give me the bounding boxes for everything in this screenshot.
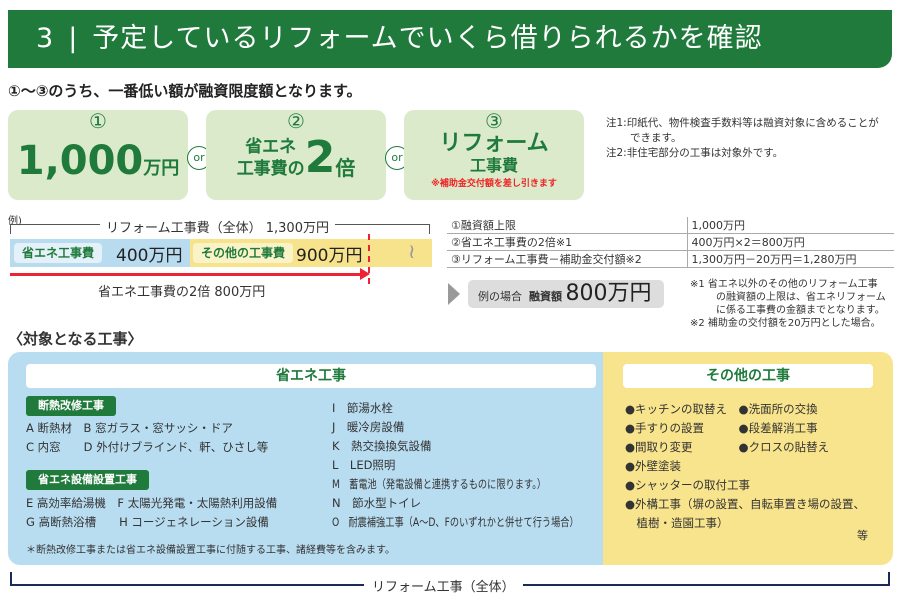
- section-number: 3: [36, 23, 55, 54]
- footer-label: リフォーム工事（全体）: [364, 576, 523, 595]
- result-box: 例の場合 融資額 800万円: [468, 280, 664, 308]
- list-item: K 熱交換換気設備: [332, 439, 432, 453]
- other-label: その他の工事費: [193, 243, 294, 263]
- table-cell: ③リフォーム工事費－補助金交付額※2: [447, 250, 688, 268]
- list-item: 植樹・造園工事）: [625, 516, 729, 530]
- notes: 注1:印紙代、物件検査手数料等は融資対象に含めることが できます。 注2:非住宅…: [606, 116, 896, 161]
- or-badge: or: [385, 146, 409, 170]
- table-cell: 400万円×2＝800万円: [687, 233, 894, 251]
- list-item: O 耐震補強工事（A～D、Fのいずれかと併せて行う場合）: [332, 515, 579, 529]
- break-mark: ≀: [408, 239, 416, 263]
- choice-note: ※補助金交付額を差し引きます: [431, 179, 557, 189]
- result-label: 融資額: [529, 290, 562, 303]
- group-list: E 高効率給湯機 F 太陽光発電・太陽熱利用設備 G 高断熱浴槽 H コージェネ…: [26, 494, 277, 532]
- total-label: リフォーム工事費（全体） 1,300万円: [100, 217, 335, 236]
- choice-1: ① 1,000万円: [8, 110, 188, 200]
- targets-title: 〈対象となる工事〉: [8, 330, 143, 348]
- limit-line: [368, 234, 370, 284]
- subtitle: ①～③のうち、一番低い額が融資限度額となります。: [8, 82, 362, 100]
- list-item: ●外構工事（塀の設置、自転車置き場の設置、: [625, 497, 866, 511]
- choice-line: リフォーム: [439, 131, 549, 156]
- other-amount: 900万円: [296, 246, 363, 266]
- choice-3: ③ リフォーム 工事費 ※補助金交付額を差し引きます: [404, 110, 584, 200]
- choice-line: 工事費: [469, 156, 518, 175]
- list-item: I 節湯水栓: [332, 401, 393, 415]
- group-list: A 断熱材 B 窓ガラス・窓サッシ・ドア C 内窓 D 外付けブラインド、軒、ひ…: [26, 419, 268, 457]
- eco-works-title: 省エネ工事: [26, 364, 596, 388]
- eco-label: 省エネ工事費: [14, 243, 103, 263]
- choice-suffix: 倍: [335, 156, 356, 180]
- etc-label: 等: [857, 529, 868, 542]
- group-tag: 断熱改修工事: [26, 396, 116, 416]
- list-item: E 高効率給湯機 F 太陽光発電・太陽熱利用設備: [26, 496, 278, 510]
- result-amount: 800万円: [565, 281, 652, 306]
- other-list: ●キッチンの取替え ●洗面所の交換 ●手すりの設置 ●段差解消工事 ●間取り変更…: [625, 400, 865, 533]
- note-line: できます。: [630, 132, 682, 144]
- section-title: 予定しているリフォームでいくら借りられるかを確認: [92, 23, 763, 54]
- choice-number: ①: [89, 109, 107, 133]
- twice-label: 省エネ工事費の2倍 800万円: [98, 285, 266, 300]
- choice-number: ②: [287, 109, 305, 133]
- footnote-line: に係る工事費の金額までとなります。: [716, 305, 885, 316]
- divider: |: [68, 23, 79, 54]
- table-cell: ②省エネ工事費の2倍※1: [447, 233, 688, 251]
- list-item: J 暖冷房設備: [332, 420, 405, 434]
- list-item: L LED照明: [332, 458, 396, 472]
- eco-amount: 400万円: [116, 246, 183, 266]
- eco-list-right: I 節湯水栓 J 暖冷房設備 K 熱交換換気設備 L LED照明 M 蓄電池（発…: [332, 399, 640, 532]
- eco-works-panel: 省エネ工事 断熱改修工事 A 断熱材 B 窓ガラス・窓サッシ・ドア C 内窓 D…: [8, 352, 603, 565]
- list-item: ●手すりの設置 ●段差解消工事: [625, 421, 818, 435]
- example-label: 例): [8, 216, 22, 227]
- choice-line: 省エネ: [245, 136, 297, 157]
- list-item: G 高断熱浴槽 H コージェネレーション設備: [26, 515, 269, 529]
- list-item: ●シャッターの取付工事: [625, 478, 751, 492]
- choice-multiplier: 2: [304, 132, 336, 183]
- choice-line: 工事費の: [236, 158, 305, 179]
- triangle-icon: [448, 283, 460, 305]
- choice-amount: 1,000: [16, 138, 144, 184]
- footnote-line: の融資額の上限は、省エネリフォーム: [716, 292, 886, 303]
- arrow-head-icon: [360, 268, 370, 280]
- choice-unit: 万円: [143, 158, 180, 179]
- footnotes: ※1 省エネ以外のその他のリフォーム工事 の融資額の上限は、省エネリフォーム に…: [690, 278, 886, 330]
- list-item: M 蓄電池（発電設備と連携するものに限ります。）: [332, 477, 547, 491]
- list-item: C 内窓 D 外付けブラインド、軒、ひさし等: [26, 440, 269, 454]
- twice-arrow: [10, 273, 362, 276]
- list-item: A 断熱材 B 窓ガラス・窓サッシ・ドア: [26, 421, 233, 435]
- table-cell: ①融資額上限: [447, 217, 688, 234]
- group-tag: 省エネ設備設置工事: [26, 470, 149, 490]
- table-cell: 1,000万円: [687, 217, 894, 234]
- choice-number: ③: [485, 109, 503, 133]
- list-item: ●キッチンの取替え ●洗面所の交換: [625, 402, 818, 416]
- footnote-line: ※1 省エネ以外のその他のリフォーム工事: [690, 279, 878, 290]
- other-works-panel: その他の工事 ●キッチンの取替え ●洗面所の交換 ●手すりの設置 ●段差解消工事…: [603, 352, 893, 565]
- note-line: 注2:非住宅部分の工事は対象外です。: [606, 147, 784, 159]
- note-line: 注1:印紙代、物件検査手数料等は融資対象に含めることが: [606, 117, 879, 129]
- list-item: ●外壁塗装: [625, 459, 682, 473]
- list-item: ●間取り変更 ●クロスの貼替え: [625, 440, 830, 454]
- section-header: 3 | 予定しているリフォームでいくら借りられるかを確認: [8, 10, 892, 68]
- table-cell: 1,300万円－20万円＝1,280万円: [687, 250, 894, 268]
- eco-note: ＊断熱改修工事または省エネ設備設置工事に付随する工事、諸経費等を含みます。: [26, 545, 395, 556]
- other-works-title: その他の工事: [623, 364, 873, 388]
- footnote-line: ※2 補助金の交付額を20万円とした場合。: [690, 318, 881, 329]
- list-item: N 節水型トイレ: [332, 496, 422, 510]
- result-prefix: 例の場合: [478, 290, 522, 303]
